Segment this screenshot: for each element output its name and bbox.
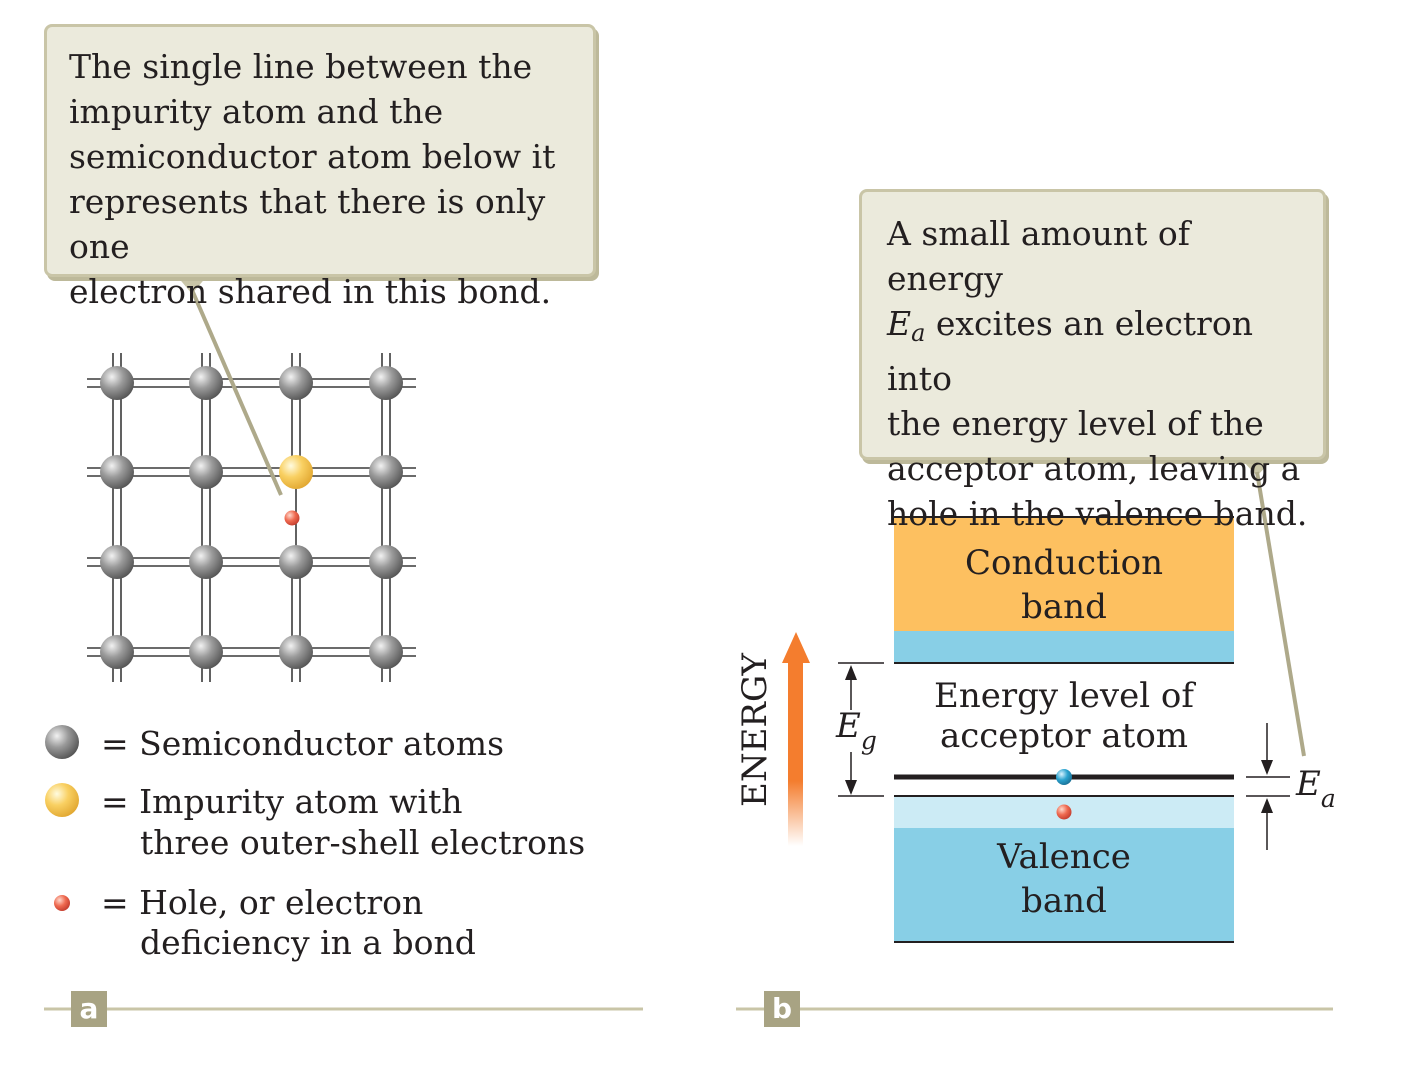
- callout-a-line: electron shared in this bond.: [69, 272, 552, 311]
- acceptor-electron: [1056, 769, 1072, 785]
- legend-semiconductor-atom-icon: [45, 725, 79, 759]
- semiconductor-atom: [369, 366, 403, 400]
- semiconductor-atom: [100, 366, 134, 400]
- panel-b-label: b: [764, 991, 800, 1027]
- callout-b-line: A small amount of energy: [887, 214, 1190, 298]
- callout-b-line: hole in the valence band.: [887, 494, 1308, 533]
- valence-band-label: Valence band: [894, 835, 1234, 923]
- semiconductor-atom: [279, 545, 313, 579]
- energy-arrow-head: [782, 632, 810, 663]
- callout-b-ea-symbol: E: [887, 304, 912, 343]
- energy-arrow-shaft: [788, 660, 803, 846]
- semiconductor-atom: [100, 455, 134, 489]
- callout-a-line: represents that there is only one: [69, 182, 546, 266]
- valence-hole: [1056, 804, 1072, 820]
- callout-a: The single line between the impurity ato…: [44, 24, 596, 311]
- callout-b-line: acceptor atom, leaving a: [887, 449, 1301, 488]
- ea-up-arrowhead: [1261, 798, 1273, 813]
- semiconductor-atom: [369, 635, 403, 669]
- callout-b-line2-rest: excites an electron into: [887, 304, 1253, 398]
- callout-b: A small amount of energy Ea excites an e…: [859, 189, 1326, 533]
- energy-axis-label: ENERGY: [735, 652, 775, 807]
- semiconductor-atom: [279, 366, 313, 400]
- conduction-band-orange: [894, 517, 1234, 631]
- lattice-hole: [284, 510, 300, 526]
- semiconductor-atom: [189, 545, 223, 579]
- legend-impurity-label-line2: three outer-shell electrons: [140, 823, 586, 862]
- legend-hole-label-line2: deficiency in a bond: [140, 923, 476, 962]
- conduction-band-label-line: band: [1021, 587, 1107, 627]
- legend-hole-icon: [54, 895, 70, 911]
- callout-a-line: semiconductor atom below it: [69, 137, 556, 176]
- valence-band-blue: [894, 828, 1234, 942]
- semiconductor-atom: [369, 545, 403, 579]
- semiconductor-atom: [279, 635, 313, 669]
- impurity-atom: [279, 455, 313, 489]
- valence-band-label-line: Valence: [997, 837, 1131, 877]
- legend-impurity-label-line1: = Impurity atom with: [101, 782, 463, 821]
- eg-upper-arrowhead: [845, 665, 857, 680]
- callout-b-line: Ea excites an electron into: [887, 301, 1313, 401]
- semiconductor-atom: [189, 366, 223, 400]
- lattice-atoms: [100, 366, 403, 669]
- callout-b-leader-line: [1255, 471, 1306, 757]
- eg-lower-arrowhead: [845, 780, 857, 795]
- ea-symbol-label: Ea: [1295, 764, 1336, 813]
- conduction-band-label: Conduction band: [894, 541, 1234, 629]
- callout-a-line: impurity atom and the: [69, 92, 444, 131]
- conduction-band-blue-edge: [894, 631, 1234, 663]
- valence-band-label-line: band: [1021, 881, 1107, 921]
- ea-down-arrowhead: [1261, 760, 1273, 775]
- callout-a-line: The single line between the: [69, 47, 533, 86]
- eg-symbol-label: Eg: [835, 706, 877, 755]
- legend-hole-label-line1: = Hole, or electron: [101, 883, 424, 922]
- semiconductor-atom: [369, 455, 403, 489]
- callout-a-leader-line: [190, 289, 283, 496]
- semiconductor-atom: [189, 635, 223, 669]
- legend-semiconductor-label: = Semiconductor atoms: [101, 724, 505, 763]
- panel-a-label: a: [71, 991, 107, 1027]
- conduction-band-label-line: Conduction: [965, 543, 1163, 583]
- semiconductor-atom: [100, 545, 134, 579]
- legend-impurity-atom-icon: [45, 783, 79, 817]
- acceptor-level-label-line: acceptor atom: [939, 716, 1189, 756]
- acceptor-level-label: Energy level of acceptor atom: [894, 676, 1234, 756]
- callout-b-pointer: [1241, 459, 1273, 476]
- acceptor-level-label-line: Energy level of: [934, 676, 1194, 716]
- callout-b-ea-subscript: a: [911, 319, 926, 347]
- lattice-bonds: [87, 353, 416, 682]
- semiconductor-atom: [189, 455, 223, 489]
- semiconductor-atom: [100, 635, 134, 669]
- callout-a-pointer: [177, 276, 207, 294]
- callout-b-line: the energy level of the: [887, 404, 1264, 443]
